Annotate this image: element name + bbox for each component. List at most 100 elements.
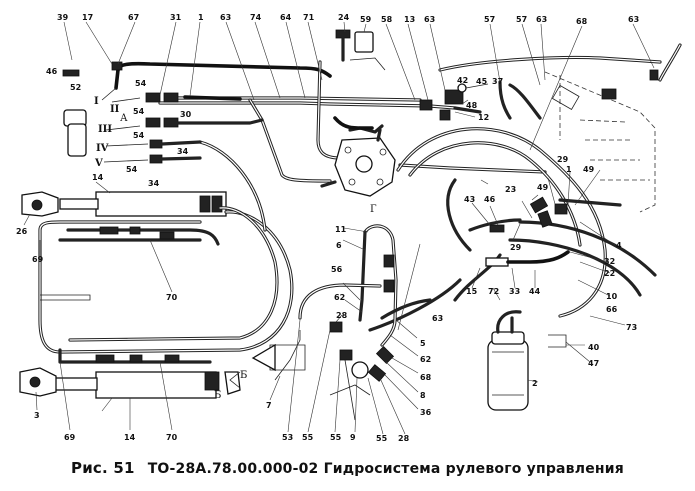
section-mark-ii: II <box>110 104 120 115</box>
callout-label: 71 <box>303 13 315 22</box>
callout-label: 33 <box>509 287 520 296</box>
figure-title: ТО-28А.78.00.000-02 Гидросистема рулевог… <box>147 461 624 477</box>
callout-label: 23 <box>505 185 516 194</box>
callout-label: 62 <box>420 355 431 364</box>
callout-label: 44 <box>529 287 541 296</box>
callout-label: 40 <box>588 343 600 352</box>
callout-label: 54 <box>133 107 145 116</box>
upper-pipe-bundle <box>116 43 682 183</box>
callout-label: 47 <box>588 359 599 368</box>
callout-label: 73 <box>626 323 637 332</box>
callout-label: 42 <box>457 76 468 85</box>
callout-label: 69 <box>32 255 44 264</box>
upper-center-fittings <box>333 29 659 134</box>
callout-label: 57 <box>484 15 495 24</box>
callout-label: 70 <box>166 433 178 442</box>
callout-label: 56 <box>331 265 343 274</box>
section-mark-b-upper: Б <box>240 370 247 381</box>
callout-label: 34 <box>148 179 160 188</box>
callout-label: 70 <box>166 293 178 302</box>
callout-label: 39 <box>57 13 69 22</box>
section-mark-i: I <box>94 96 99 107</box>
callout-label: 2 <box>532 379 538 388</box>
callout-label: 63 <box>424 15 435 24</box>
callout-label: 45 <box>476 77 488 86</box>
callout-label: 31 <box>170 13 182 22</box>
figure-caption: Рис. 51 ТО-28А.78.00.000-02 Гидросистема… <box>0 459 695 477</box>
callout-label: 9 <box>350 433 356 442</box>
callout-label: 28 <box>336 311 348 320</box>
section-mark-a: А <box>120 113 128 124</box>
callout-label: 14 <box>92 173 104 182</box>
callout-label: 17 <box>82 13 93 22</box>
callout-label: 22 <box>604 269 615 278</box>
callout-label: 55 <box>330 433 342 442</box>
fitting-cluster-right <box>485 196 570 267</box>
oil-tank <box>487 310 567 411</box>
callout-label: 68 <box>576 17 588 26</box>
callout-label: 46 <box>46 67 58 76</box>
callout-label: 29 <box>510 243 522 252</box>
callout-label: 11 <box>335 225 347 234</box>
lower-center-pipes <box>269 224 432 421</box>
cylinder-pipe-loops <box>38 140 294 364</box>
callout-label: 36 <box>420 408 432 417</box>
callout-label: 24 <box>338 13 350 22</box>
callout-label: 12 <box>478 113 489 122</box>
callout-labels: 39 17 67 31 1 63 74 64 71 24 59 58 13 63… <box>16 13 639 443</box>
section-mark-iii: III <box>98 124 112 135</box>
callout-label: 15 <box>466 287 478 296</box>
callout-label: 48 <box>466 101 478 110</box>
callout-label: 8 <box>420 391 426 400</box>
callout-label: 54 <box>126 165 138 174</box>
callout-label: 63 <box>432 314 443 323</box>
callout-label: 3 <box>34 411 40 420</box>
callout-label: 1 <box>198 13 204 22</box>
callout-label: 52 <box>70 83 81 92</box>
callout-label: 32 <box>604 257 615 266</box>
callout-label: 66 <box>606 305 618 314</box>
callout-label: 62 <box>334 293 345 302</box>
callout-label: 5 <box>420 339 426 348</box>
leader-lines <box>23 21 655 435</box>
callout-label: 46 <box>484 195 496 204</box>
callout-label: 49 <box>537 183 549 192</box>
section-mark-g: Г <box>370 204 377 215</box>
callout-label: 1 <box>566 165 572 174</box>
callout-label: 54 <box>135 79 147 88</box>
callout-label: 68 <box>420 373 432 382</box>
callout-label: 37 <box>492 77 503 86</box>
callout-label: 43 <box>464 195 475 204</box>
section-mark-b-lower: Б <box>214 390 221 401</box>
left-hose-connections <box>62 61 264 164</box>
section-mark-v: V <box>94 158 103 169</box>
callout-label: 58 <box>381 15 393 24</box>
callout-label: 6 <box>336 241 342 250</box>
callout-label: 54 <box>133 131 145 140</box>
callout-label: 72 <box>488 287 499 296</box>
callout-label: 34 <box>177 147 189 156</box>
callout-label: 55 <box>376 434 388 443</box>
figure-number: Рис. 51 <box>71 459 135 477</box>
callout-label: 7 <box>266 401 272 410</box>
distributor-valve-block <box>320 128 547 197</box>
callout-label: 28 <box>398 434 410 443</box>
callout-label: 74 <box>250 13 262 22</box>
callout-label: 29 <box>557 155 569 164</box>
callout-label: 59 <box>360 15 372 24</box>
callout-label: 55 <box>302 433 314 442</box>
callout-label: 63 <box>628 15 639 24</box>
callout-label: 53 <box>282 433 293 442</box>
callout-label: 49 <box>583 165 595 174</box>
section-mark-iv: IV <box>96 143 109 154</box>
lower-steering-cylinder <box>19 367 241 399</box>
callout-label: 10 <box>606 292 618 301</box>
callout-label: 63 <box>220 13 231 22</box>
callout-label: 67 <box>128 13 139 22</box>
upper-steering-cylinder <box>21 191 227 217</box>
callout-label: 4 <box>616 241 622 250</box>
section-arrows <box>101 87 276 389</box>
callout-label: 14 <box>124 433 136 442</box>
callout-label: 64 <box>280 13 292 22</box>
